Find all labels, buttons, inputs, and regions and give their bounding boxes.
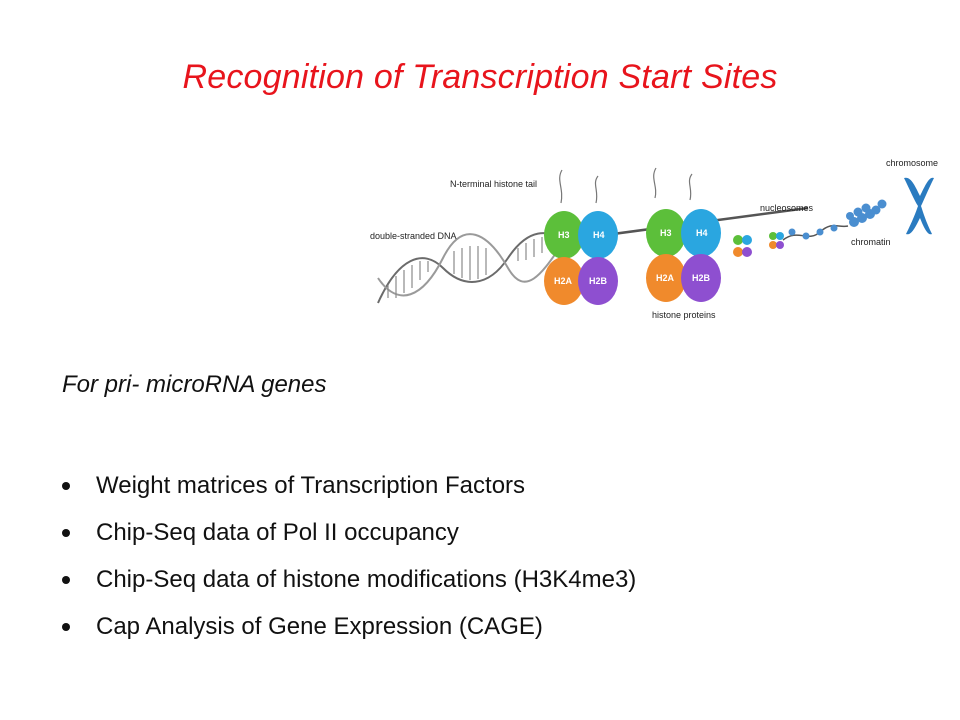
label-nucleosomes: nucleosomes <box>760 203 814 213</box>
label-histone-proteins: histone proteins <box>652 310 716 320</box>
bullet-list: Weight matrices of Transcription Factors… <box>62 462 636 650</box>
bullet-icon <box>62 623 70 631</box>
label-chromosome: chromosome <box>886 158 938 168</box>
bullet-item: Chip-Seq data of histone modifications (… <box>62 556 636 603</box>
label-double-stranded-dna: double-stranded DNA <box>370 231 457 241</box>
dna-helix <box>377 232 569 304</box>
bullet-item: Chip-Seq data of Pol II occupancy <box>62 509 636 556</box>
label-chromatin: chromatin <box>851 237 891 247</box>
slide-title: Recognition of Transcription Start Sites <box>182 58 778 96</box>
histone-h2b-label: H2B <box>692 273 711 283</box>
chromosome-icon <box>904 177 934 235</box>
histone-h4-label: H4 <box>593 230 605 240</box>
histone-tails <box>559 167 693 204</box>
bullet-item: Cap Analysis of Gene Expression (CAGE) <box>62 603 636 650</box>
histone-h3-label: H3 <box>558 230 570 240</box>
histone-h4-label: H4 <box>696 228 708 238</box>
chromatin-diagram: double-stranded DNA N-terminal histone t… <box>370 158 938 320</box>
bullet-text: Weight matrices of Transcription Factors <box>96 472 526 499</box>
histone-h2b-label: H2B <box>589 276 608 286</box>
chromatin-beads <box>782 199 887 241</box>
label-n-terminal-tail: N-terminal histone tail <box>450 179 537 189</box>
bullet-icon <box>62 529 70 537</box>
nucleosome-1: H3 H4 H2A H2B <box>544 211 618 305</box>
bullet-icon <box>62 482 70 490</box>
bullet-item: Weight matrices of Transcription Factors <box>62 462 636 509</box>
histone-h2a-label: H2A <box>656 273 675 283</box>
subtitle: For pri- microRNA genes <box>62 371 327 398</box>
bullet-text: Cap Analysis of Gene Expression (CAGE) <box>96 613 543 640</box>
bullet-text: Chip-Seq data of Pol II occupancy <box>96 519 459 546</box>
small-nucleosomes <box>733 232 784 257</box>
histone-h2a-label: H2A <box>554 276 573 286</box>
bullet-icon <box>62 576 70 584</box>
bullet-text: Chip-Seq data of histone modifications (… <box>96 566 637 593</box>
nucleosome-2: H3 H4 H2A H2B <box>646 209 721 302</box>
histone-h3-label: H3 <box>660 228 672 238</box>
